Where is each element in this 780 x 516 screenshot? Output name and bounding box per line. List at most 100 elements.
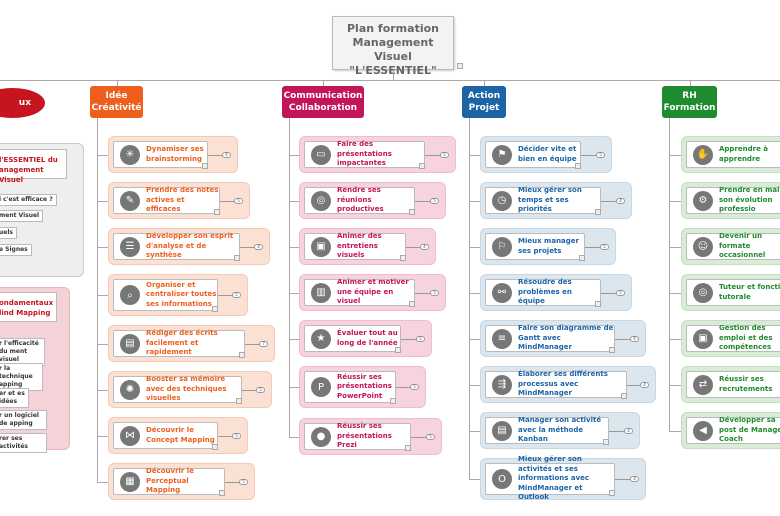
note-icon[interactable]	[595, 209, 601, 215]
topic[interactable]: ★Évaluer tout au long de l'année	[304, 325, 401, 352]
subtopic-count-badge[interactable]: 4	[640, 381, 649, 388]
subtopic[interactable]: ment Visuel	[0, 210, 44, 222]
connector	[601, 292, 617, 294]
subtopic-count-badge[interactable]: 4	[254, 243, 263, 250]
topic[interactable]: ⇄Réussir ses recrutements	[686, 371, 780, 398]
subtopic-count-badge[interactable]: 4	[630, 335, 639, 342]
subtopic-count-badge[interactable]: 5	[430, 289, 439, 296]
topic[interactable]: ☰Développer son esprit d'analyse et de s…	[113, 232, 240, 260]
note-icon[interactable]	[457, 63, 463, 69]
subtopic-count-badge[interactable]: 4	[616, 197, 625, 204]
topic[interactable]: ⚑Décider vite et bien en équipe	[485, 141, 581, 168]
subtopic-count-badge[interactable]: 4	[624, 427, 633, 434]
subtopic-count-badge[interactable]: 4	[630, 476, 639, 482]
topic[interactable]: ●Réussir ses présentations Prezi	[304, 422, 411, 450]
subtopic[interactable]: r l'efficacité du ment visuel	[0, 338, 45, 366]
note-icon[interactable]	[595, 301, 601, 307]
topic[interactable]: ▤Rédiger des écrits facilement et rapide…	[113, 329, 245, 357]
topic[interactable]: ⇶Élaborer ses différents processus avec …	[485, 370, 627, 398]
topic[interactable]: ✋Apprendre à apprendre	[686, 141, 780, 168]
note-icon[interactable]	[390, 398, 396, 404]
subtopic-count-badge[interactable]: 5	[440, 151, 449, 158]
topic[interactable]: ✎Prendre des notes actives et efficaces	[113, 186, 220, 214]
note-icon[interactable]	[419, 163, 425, 169]
note-icon[interactable]	[219, 490, 225, 496]
subtopic[interactable]: er et es idées	[0, 388, 29, 408]
subtopic-count-badge[interactable]: 5	[430, 197, 439, 204]
subtopic-count-badge[interactable]: 5	[600, 243, 609, 250]
note-icon[interactable]	[609, 347, 615, 353]
subtopic[interactable]: e Signes	[0, 244, 32, 256]
topic[interactable]: ✺Booster sa mémoire avec des techniques …	[113, 375, 242, 403]
note-icon[interactable]	[202, 163, 208, 169]
note-icon[interactable]	[579, 255, 585, 261]
subtopic-count-badge[interactable]: 5	[256, 386, 265, 393]
branch-title-line: Communication	[283, 91, 363, 101]
topic[interactable]: ◷Mieux gérer son temps et ses priorités	[485, 186, 601, 214]
topic-label: Organiser et centraliser toutes ses info…	[146, 280, 217, 308]
topic[interactable]: ⌕Organiser et centraliser toutes ses inf…	[113, 279, 218, 311]
subtopic[interactable]: rer ses activités	[0, 433, 47, 453]
topic[interactable]: ≡Faire son diagramme de Gantt avec MindM…	[485, 324, 615, 352]
subtopic-count-badge[interactable]: 5	[596, 151, 605, 158]
subtopic-count-badge[interactable]: 4	[222, 151, 231, 158]
subtopic[interactable]: r la technique apping	[0, 363, 43, 391]
topic[interactable]: ✳Dynamiser ses brainstorming	[113, 141, 208, 168]
note-icon[interactable]	[212, 444, 218, 450]
topic[interactable]: ◀Développer sa post de Manager-Coach	[686, 416, 780, 444]
note-icon[interactable]	[603, 439, 609, 445]
subtopic[interactable]: uels	[0, 227, 17, 239]
subtopic[interactable]: i c'est efficace ?	[0, 194, 57, 206]
note-icon[interactable]	[236, 398, 242, 404]
note-icon[interactable]	[621, 393, 627, 399]
note-icon[interactable]	[212, 306, 218, 312]
subtopic-count-badge[interactable]: 4	[420, 243, 429, 250]
subtopic[interactable]: r un logiciel de apping	[0, 410, 47, 430]
topic[interactable]: ☺Devenir un formate occasionnel	[686, 232, 780, 260]
topic[interactable]: ⚯Résoudre des problèmes en équipe	[485, 278, 601, 306]
connector	[208, 154, 223, 156]
note-icon[interactable]	[575, 163, 581, 169]
topic[interactable]: ◎Tuteur et fonction tutorale	[686, 279, 780, 306]
topic[interactable]: ▣Gestion des emploi et des compétences	[686, 324, 780, 352]
topic[interactable]: ▦Découvrir le Perceptual Mapping	[113, 467, 225, 495]
topic[interactable]: ▤Manager son activité avec la méthode Ka…	[485, 416, 609, 444]
subtopic-count-badge[interactable]: 5	[410, 384, 419, 390]
note-icon[interactable]	[409, 301, 415, 307]
topic[interactable]: ⚐Mieux manager ses projets	[485, 233, 585, 260]
central-topic[interactable]: Plan formation Management Visuel "L'ESSE…	[332, 16, 463, 77]
note-icon[interactable]	[409, 209, 415, 215]
subtopic-count-badge[interactable]: 5	[232, 292, 241, 298]
topic[interactable]: ▥Animer et motiver une équipe en visuel	[304, 278, 415, 306]
topic[interactable]: ⚙Prendre en main son évolution professio	[686, 186, 780, 214]
subtopic-count-badge[interactable]: 5	[239, 478, 248, 485]
subtopic-count-badge[interactable]: 5	[416, 335, 425, 342]
note-icon[interactable]	[234, 255, 240, 261]
subtopic-count-badge[interactable]: 5	[234, 197, 243, 204]
branch-left[interactable]: ux	[0, 88, 45, 118]
note-icon[interactable]	[405, 445, 411, 451]
subtopic-count-badge[interactable]: 5	[426, 433, 435, 440]
topic[interactable]: ▣Animer des entretiens visuels	[304, 232, 406, 260]
subtopic-count-badge[interactable]: 7	[259, 340, 268, 347]
note-icon[interactable]	[609, 490, 615, 496]
note-icon[interactable]	[239, 352, 245, 358]
topic[interactable]: ◎Rendre ses réunions productives	[304, 186, 415, 214]
note-icon[interactable]	[214, 209, 220, 215]
note-icon[interactable]	[395, 347, 401, 353]
connector	[415, 200, 431, 202]
subtopic-count-badge[interactable]: 5	[232, 432, 241, 439]
note-icon[interactable]	[400, 255, 406, 261]
topic[interactable]: ⋈Découvrir le Concept Mapping	[113, 422, 218, 449]
connector	[669, 430, 685, 432]
subtopic-count-badge[interactable]: 5	[616, 289, 625, 296]
topic[interactable]: ▭Faire des présentations impactantes	[304, 140, 425, 168]
